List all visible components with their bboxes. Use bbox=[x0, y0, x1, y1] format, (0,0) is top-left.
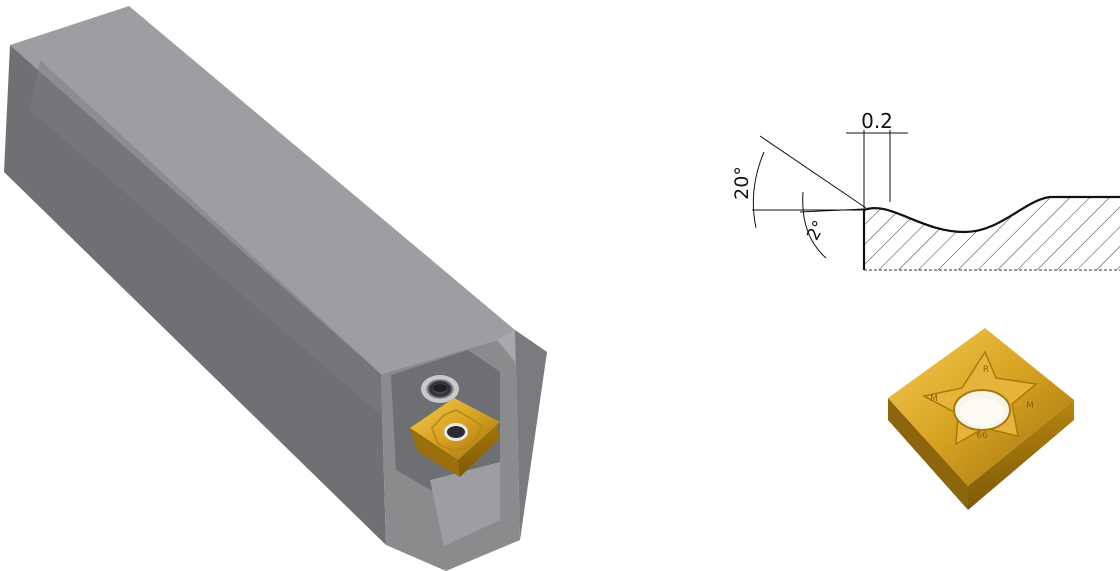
land-angle-arc bbox=[802, 191, 827, 259]
pocket-floor bbox=[430, 462, 500, 546]
rake-angle-label: 20° bbox=[731, 166, 753, 200]
head-side-face bbox=[515, 330, 547, 540]
insert-marking-m-left: M bbox=[930, 394, 938, 404]
tool-holder bbox=[4, 6, 547, 571]
insert-side-left bbox=[888, 398, 968, 510]
insert-marking-m-right: M bbox=[1026, 401, 1034, 411]
rake-angle-arc bbox=[752, 151, 765, 229]
rake-reference-line bbox=[759, 135, 867, 209]
insert-side-right bbox=[968, 400, 1074, 510]
land-angle-label: 2° bbox=[803, 217, 830, 243]
width-label: 0.2 bbox=[861, 109, 893, 133]
shank-front-shade bbox=[30, 60, 386, 420]
insert-hole-inner bbox=[960, 398, 1004, 426]
insert-marking-r: R bbox=[983, 365, 989, 375]
section-hatched-body bbox=[864, 197, 1120, 270]
insert-closeup: R M M 66 bbox=[888, 328, 1074, 510]
shank-top-face bbox=[10, 6, 515, 374]
cutting-edge-cross-section: 0.2 20° 2° bbox=[731, 109, 1120, 271]
clamp-screw bbox=[421, 375, 459, 403]
section-profile-line bbox=[862, 195, 1120, 270]
holder-insert bbox=[410, 398, 500, 477]
insert-marking-size: 66 bbox=[976, 431, 988, 441]
land-angle-line bbox=[799, 208, 865, 213]
